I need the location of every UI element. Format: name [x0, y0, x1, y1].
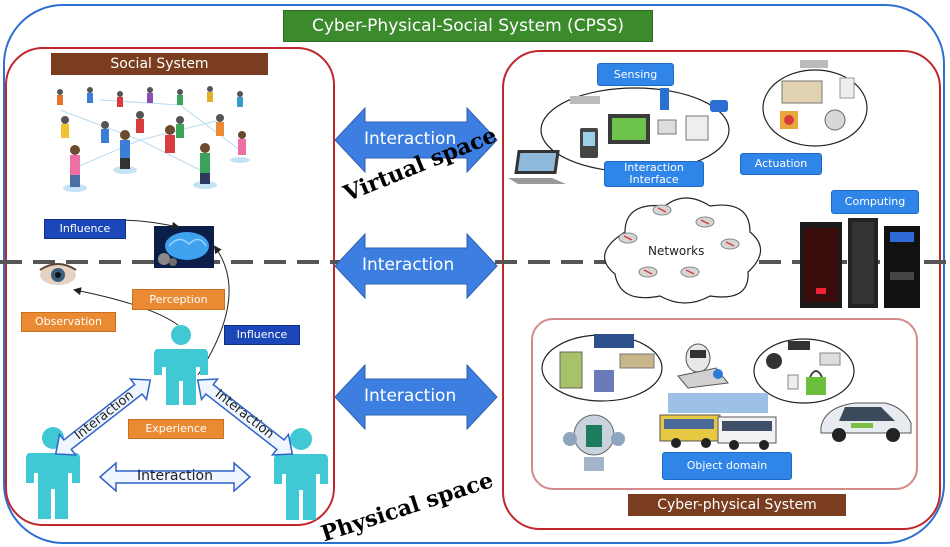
- networks-label: Networks: [648, 244, 705, 258]
- social-system-title: Social System: [51, 53, 268, 75]
- interaction-top-label: Interaction: [364, 129, 457, 149]
- interaction-label-bottom: Interaction: [137, 468, 213, 484]
- cpss-frame: [3, 4, 945, 544]
- person-icon-right: [274, 428, 328, 520]
- laptop-image: [508, 150, 566, 184]
- observation-label: Observation: [21, 312, 116, 332]
- interaction-bottom-label: Interaction: [364, 386, 457, 406]
- appliances-image: [541, 334, 663, 402]
- object-domain-label: Object domain: [662, 452, 792, 480]
- experience-label: Experience: [128, 419, 224, 439]
- cpss-title: Cyber-Physical-Social System (CPSS): [283, 10, 653, 42]
- actuation-devices-image: [762, 60, 868, 147]
- computing-label: Computing: [831, 190, 919, 214]
- computing-servers-image: [800, 218, 920, 308]
- perception-label: Perception: [132, 289, 225, 310]
- cyber-physical-title: Cyber-physical System: [628, 494, 846, 516]
- influence-label-top: Influence: [44, 219, 126, 239]
- smart-home-image: [753, 338, 855, 404]
- transport-image: [659, 393, 777, 450]
- person-interaction-arrows: [54, 378, 294, 493]
- networks-cloud-image: [604, 197, 762, 304]
- person-icon-top: [154, 325, 208, 405]
- humanoid-robot-image: [677, 343, 729, 389]
- brain-image: [154, 226, 214, 268]
- social-network-image: [57, 86, 250, 192]
- interaction-mid-label: Interaction: [362, 255, 455, 275]
- eye-image: [39, 263, 77, 285]
- influence-label-right: Influence: [224, 325, 300, 345]
- big-interaction-arrows: [334, 106, 498, 430]
- actuation-label: Actuation: [740, 153, 822, 175]
- interaction-interface-label: Interaction Interface: [604, 161, 704, 187]
- electric-car-image: [820, 402, 912, 442]
- sensing-label: Sensing: [597, 63, 674, 86]
- robot-image: [563, 414, 625, 471]
